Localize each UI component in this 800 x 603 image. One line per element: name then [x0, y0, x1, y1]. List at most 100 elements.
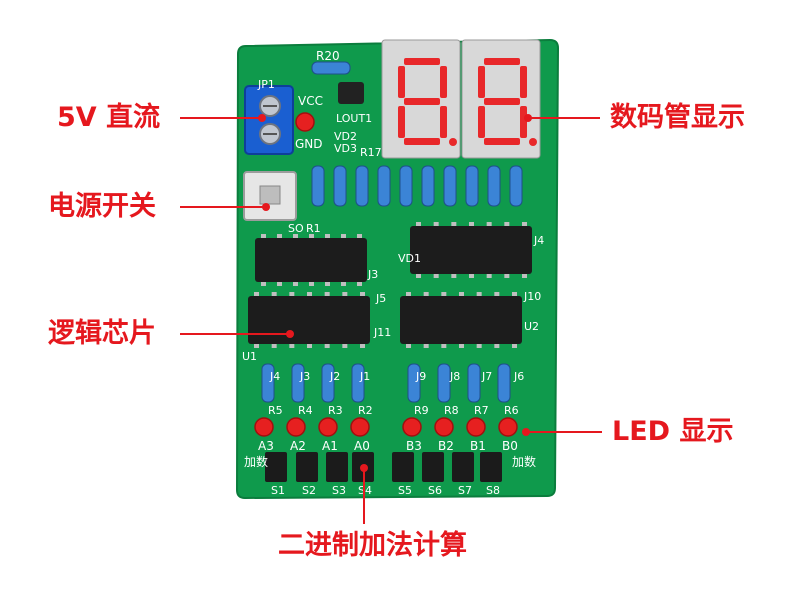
silk-resistor-label: R6: [504, 404, 519, 417]
silk-switch-label: S1: [271, 484, 285, 497]
leader-dot-logic-chip: [286, 330, 294, 338]
led: [402, 417, 422, 437]
dip-switch: [392, 452, 414, 482]
logic-chips: [248, 226, 532, 344]
resistor: [377, 165, 391, 207]
resistor: [467, 363, 481, 403]
silk-led-label: B1: [470, 439, 486, 453]
resistor: [291, 363, 305, 403]
silk-resistor-label: R9: [414, 404, 429, 417]
silk-led-label: B2: [438, 439, 454, 453]
callout-binary-add: 二进制加法计算: [278, 530, 467, 561]
resistor-row-bottom: [261, 363, 511, 403]
voltage-regulator: [338, 82, 364, 104]
dip-switch: [296, 452, 318, 482]
leader-dot-dc5v: [258, 114, 266, 122]
silk-resistor-label: R4: [298, 404, 313, 417]
seven-segment-display: [381, 39, 541, 159]
silk-u1: U1: [242, 350, 257, 363]
silk-jumper-label: J7: [481, 370, 492, 383]
leader-power-switch: [180, 206, 266, 208]
resistor-r20: [311, 61, 351, 75]
resistor: [311, 165, 325, 207]
silk-jumper-label: J6: [513, 370, 524, 383]
silk-jumper-label: J4: [269, 370, 280, 383]
resistor: [333, 165, 347, 207]
silk-led-label: A2: [290, 439, 306, 453]
leader-dot-binary-add: [360, 464, 368, 472]
silk-vd2: VD2: [334, 130, 357, 143]
silk-add-left: 加数: [244, 454, 268, 469]
callout-logic-chip: 逻辑芯片: [48, 318, 156, 349]
silk-r17: R17: [360, 146, 382, 159]
silk-led-label: B3: [406, 439, 422, 453]
led: [466, 417, 486, 437]
silk-led-label: A1: [322, 439, 338, 453]
leader-binary-add: [363, 468, 365, 524]
silk-resistor-label: R3: [328, 404, 343, 417]
silk-lout: LOUT1: [336, 112, 372, 125]
dip-switch: [326, 452, 348, 482]
silk-resistor-label: R2: [358, 404, 373, 417]
silk-jumper-label: J8: [449, 370, 460, 383]
power-led: [295, 112, 315, 132]
leader-dot-led-display: [522, 428, 530, 436]
dip-switch: [422, 452, 444, 482]
dip-switch: [452, 452, 474, 482]
silk-switch-label: S5: [398, 484, 412, 497]
resistor: [407, 363, 421, 403]
resistor: [321, 363, 335, 403]
leader-dc5v: [180, 117, 262, 119]
resistor: [509, 165, 523, 207]
resistor: [497, 363, 511, 403]
resistor: [443, 165, 457, 207]
resistor: [261, 363, 275, 403]
leader-seven-segment: [528, 117, 600, 119]
silk-resistor-label: R7: [474, 404, 489, 417]
silk-gnd: GND: [295, 137, 323, 151]
leader-dot-power-switch: [262, 203, 270, 211]
switch-row: [265, 452, 502, 482]
silk-led-label: A0: [354, 439, 370, 453]
silk-vcc: VCC: [298, 94, 323, 108]
silk-led-label: A3: [258, 439, 274, 453]
resistor: [437, 363, 451, 403]
silk-j10: J10: [523, 290, 541, 303]
resistor: [487, 165, 501, 207]
led: [350, 417, 370, 437]
silk-led-label: B0: [502, 439, 518, 453]
silk-so: SO: [288, 222, 304, 235]
callout-seven-segment: 数码管显示: [610, 102, 745, 133]
silk-jumper-label: J3: [299, 370, 310, 383]
silk-jumper-label: J2: [329, 370, 340, 383]
leader-dot-seven-segment: [524, 114, 532, 122]
silk-resistor-label: R8: [444, 404, 459, 417]
silk-vd3: VD3: [334, 142, 357, 155]
resistor: [421, 165, 435, 207]
silk-add-right: 加数: [512, 454, 536, 469]
silk-j5: J5: [375, 292, 386, 305]
led-row: [254, 417, 518, 437]
leader-led-display: [526, 431, 602, 433]
led: [318, 417, 338, 437]
dip-switch: [265, 452, 287, 482]
resistor: [355, 165, 369, 207]
resistor: [351, 363, 365, 403]
power-switch: [243, 171, 297, 221]
resistor: [465, 165, 479, 207]
led: [434, 417, 454, 437]
silk-switch-label: S8: [486, 484, 500, 497]
silk-j11: J11: [373, 326, 391, 339]
led: [254, 417, 274, 437]
led: [498, 417, 518, 437]
silk-switch-label: S6: [428, 484, 442, 497]
resistor-array: [311, 165, 523, 207]
silk-switch-label: S2: [302, 484, 316, 497]
silk-u2: U2: [524, 320, 539, 333]
resistor: [399, 165, 413, 207]
callout-dc5v: 5V 直流: [57, 102, 161, 133]
silk-j4: J4: [533, 234, 544, 247]
silk-switch-label: S3: [332, 484, 346, 497]
